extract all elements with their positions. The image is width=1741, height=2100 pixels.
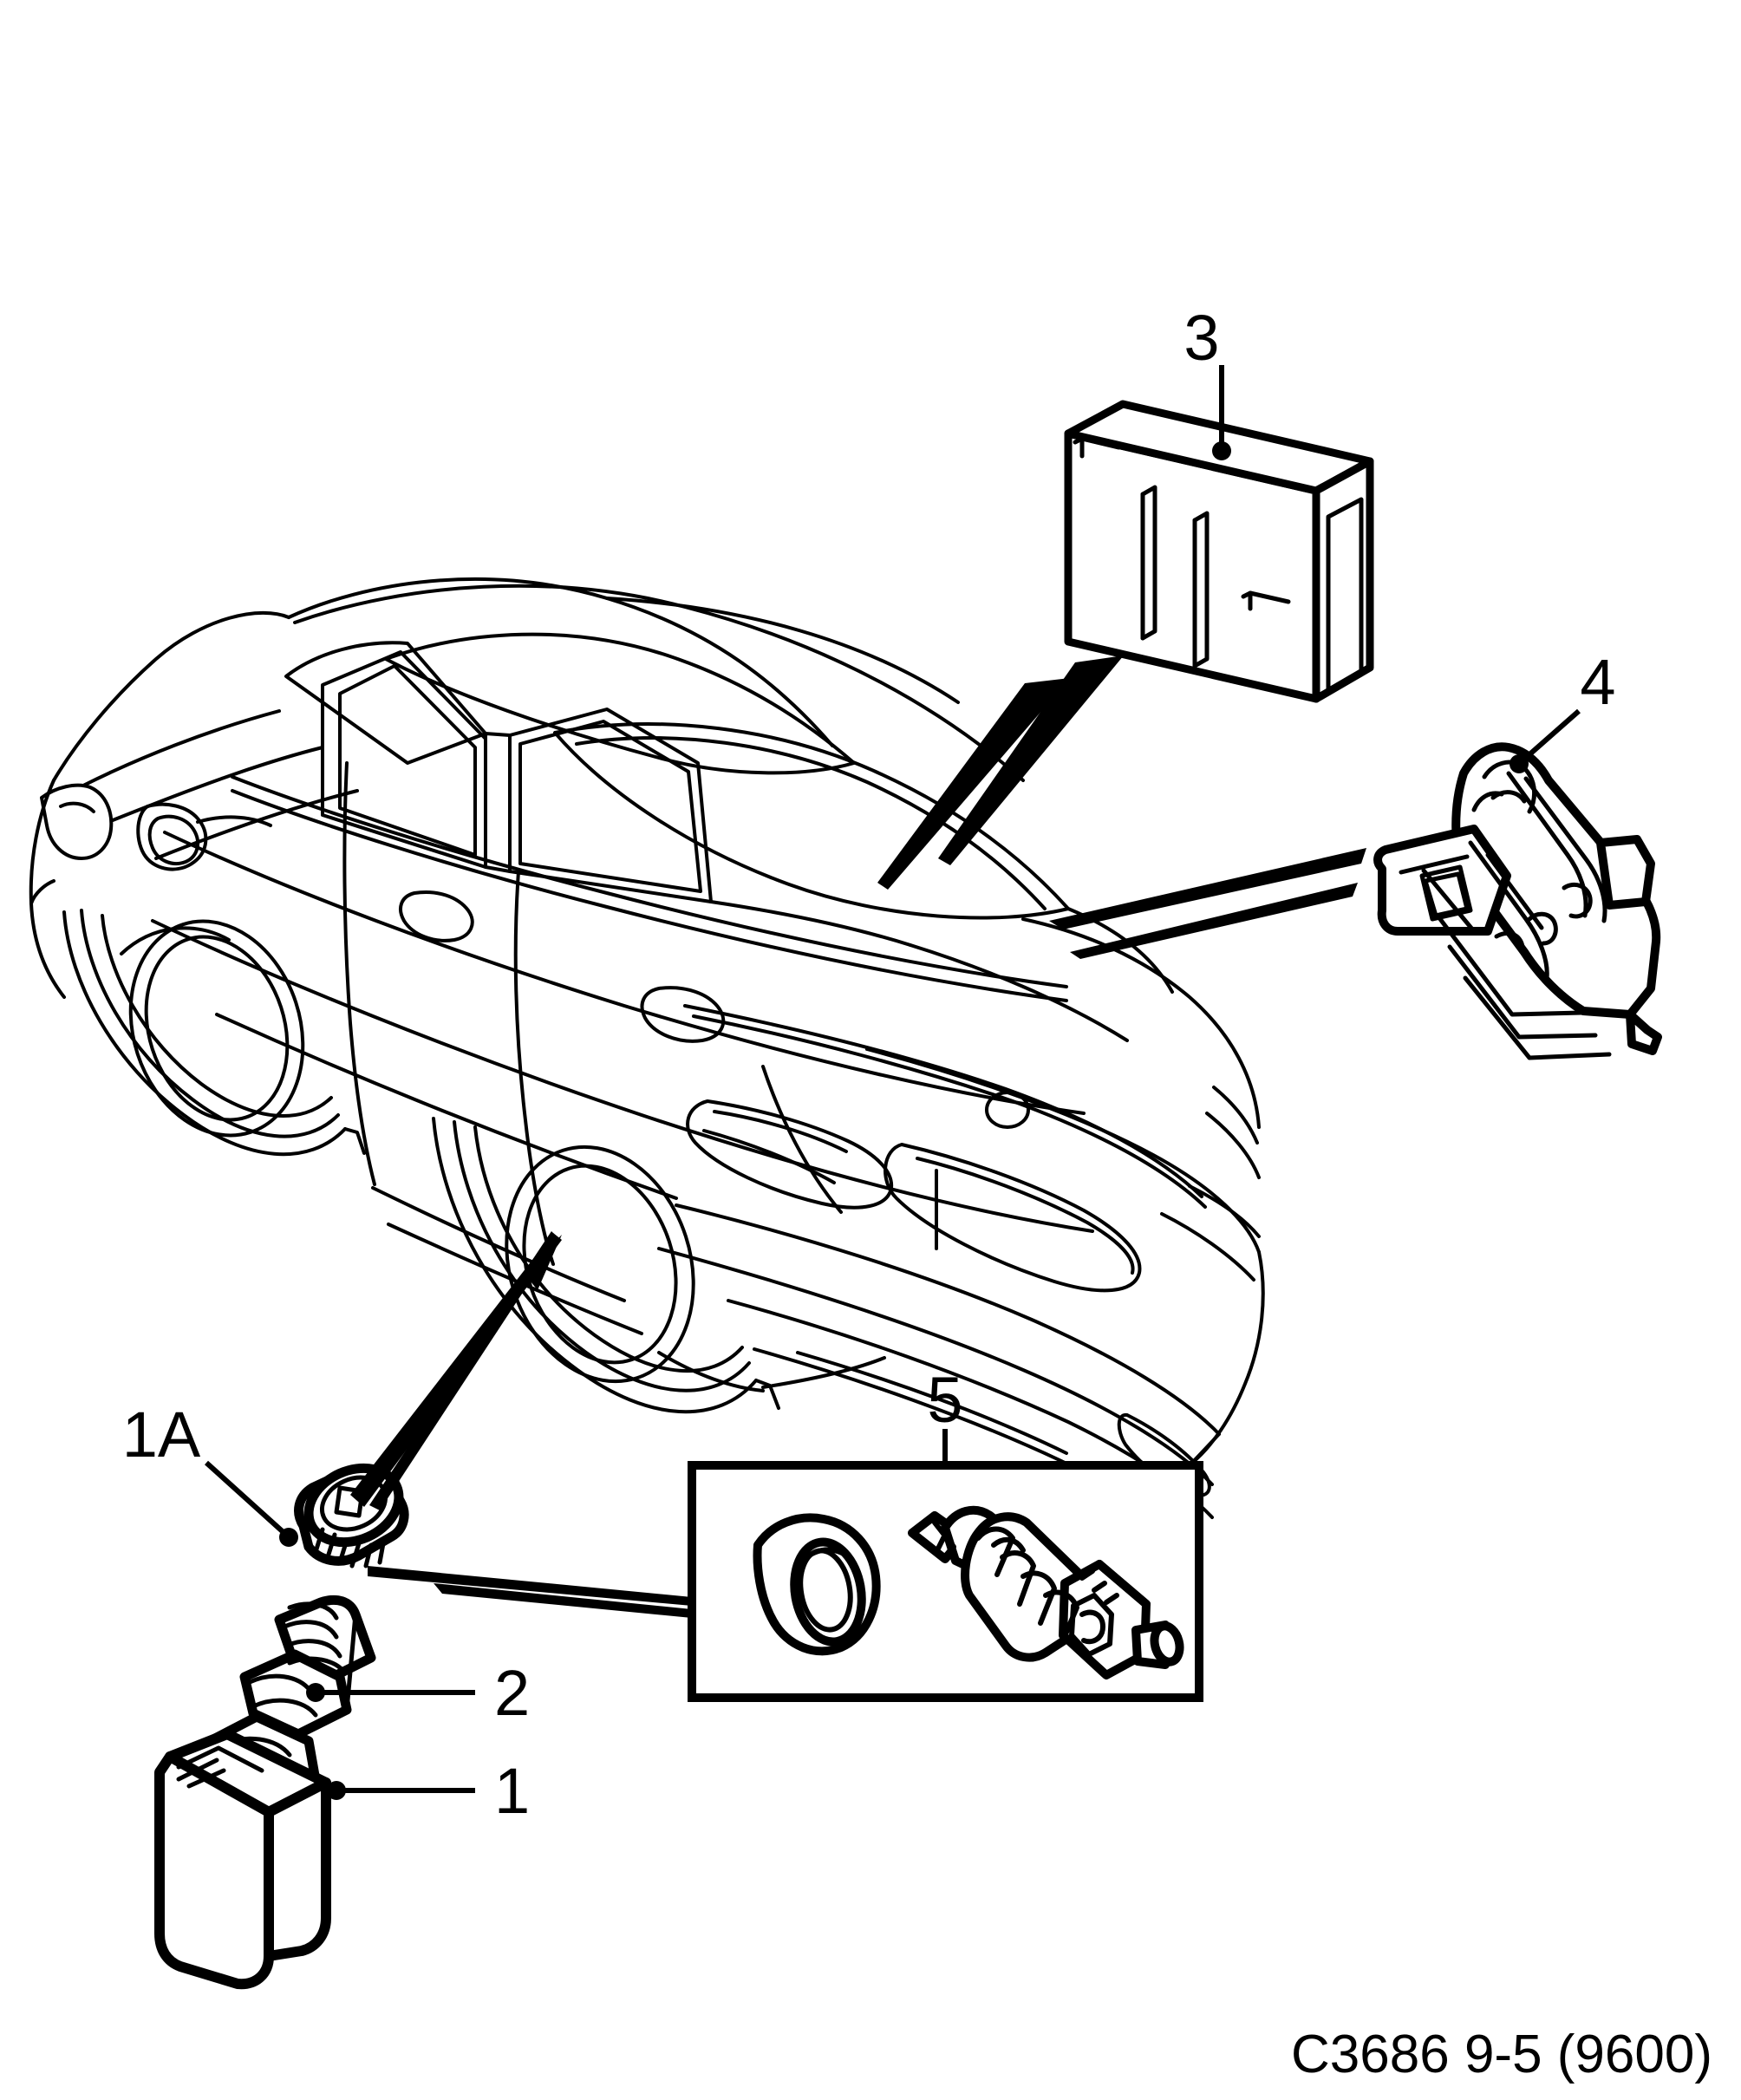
part-1a-cap-details [313,1475,388,1568]
pointer-module-to-car [877,655,1124,890]
leader-4 [1510,708,1581,773]
part-1-sensor-body [154,1729,331,1990]
leader-1 [327,1781,475,1800]
part-3-module-details [1073,436,1364,695]
pointer-bracket-to-car [1049,848,1366,959]
leader-3 [1212,365,1231,460]
part-5-sensor-details [932,1520,1119,1657]
pointer-box5-to-cap [368,1566,692,1618]
leader-2 [306,1683,475,1702]
vehicle-illustration [29,577,1265,1549]
callout-label-3: 3 [1183,302,1219,374]
leader-1a [204,1460,298,1547]
part-5-grommet-ring [753,1513,881,1656]
callout-label-5: 5 [927,1364,962,1436]
part-5-grommet-details [798,1547,856,1633]
callout-label-1a: 1A [122,1399,201,1471]
pointer-sensor-to-wheel [350,1231,562,1510]
figure-caption: C3686 9-5 (9600) [1291,2025,1712,2084]
part-1-sensor-details [176,1745,271,1953]
callout-label-2: 2 [494,1657,530,1729]
callout-label-1: 1 [494,1755,530,1827]
part-4-receiver-bracket [1373,742,1662,1055]
part-4-bracket-details [1399,760,1612,1060]
callout-label-4: 4 [1580,646,1615,718]
